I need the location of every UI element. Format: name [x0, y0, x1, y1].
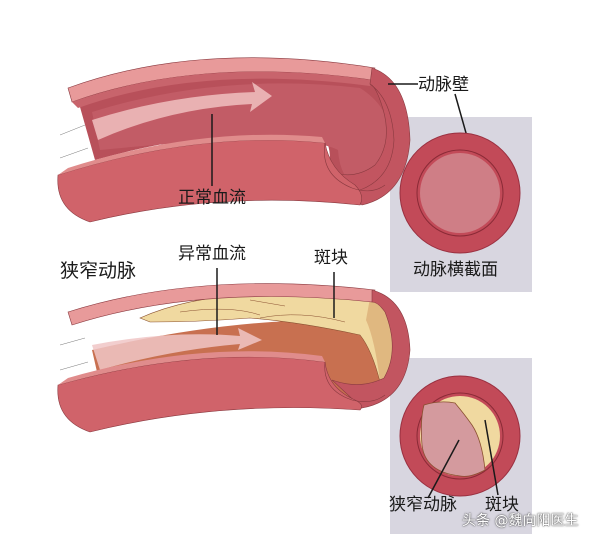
label-plaque: 斑块 — [314, 248, 348, 268]
normal-artery — [57, 57, 411, 223]
label-abnormal-flow: 异常血流 — [178, 244, 246, 264]
narrowed-artery — [57, 283, 411, 433]
normal-cross-section — [399, 132, 521, 254]
watermark: 头条 @魏向阳医生 — [462, 513, 579, 529]
narrowed-cross-section — [399, 375, 521, 499]
label-artery-wall: 动脉壁 — [418, 75, 469, 95]
label-narrowed-artery-cross: 狭窄动脉 — [389, 495, 457, 515]
label-normal-flow: 正常血流 — [178, 188, 246, 208]
narrowed-lumen — [420, 401, 486, 477]
abnormal-flow-arrow — [92, 328, 262, 370]
normal-flow-arrow — [92, 82, 272, 140]
label-cross-section: 动脉横截面 — [413, 260, 498, 280]
label-narrowed-artery-title: 狭窄动脉 — [60, 260, 137, 282]
label-plaque-cross: 斑块 — [485, 495, 519, 515]
leader-artery-wall-cross — [454, 93, 469, 141]
